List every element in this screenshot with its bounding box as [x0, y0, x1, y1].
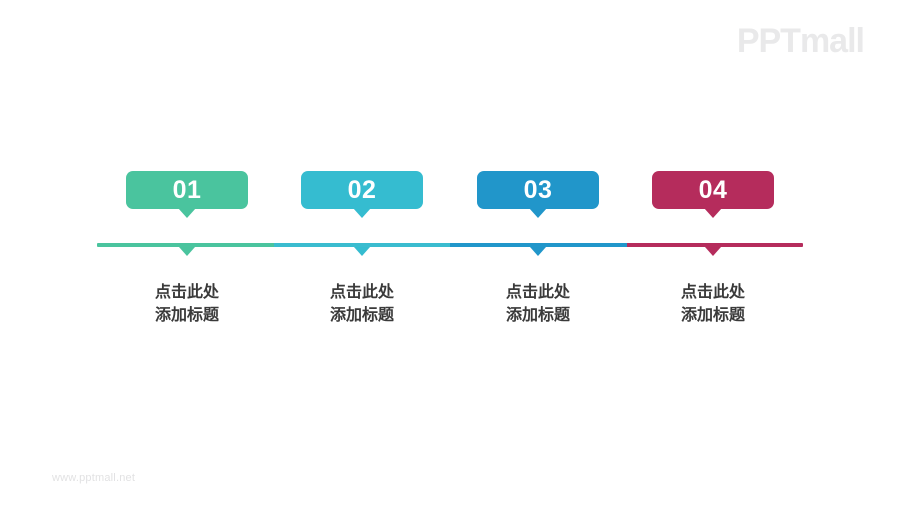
timeline-marker-icon-01 [179, 247, 195, 256]
timeline-step-03[interactable]: 03 点击此处添加标题 [438, 0, 638, 506]
badge-pointer-icon-02 [353, 208, 371, 218]
step-caption-line2-04: 添加标题 [680, 307, 745, 325]
step-caption-line1-03: 点击此处 [505, 284, 570, 301]
timeline-step-01[interactable]: 01 点击此处添加标题 [87, 0, 287, 506]
step-number-badge-01[interactable]: 01 [126, 171, 248, 209]
step-caption-line1-04: 点击此处 [680, 284, 745, 301]
step-number-badge-02[interactable]: 02 [301, 171, 423, 209]
step-caption-line2-01: 添加标题 [154, 307, 219, 325]
timeline-segment-04 [626, 243, 803, 247]
timeline-marker-icon-02 [354, 247, 370, 256]
step-number-badge-04[interactable]: 04 [652, 171, 774, 209]
step-caption-line1-01: 点击此处 [154, 284, 219, 301]
pptmall-logo: PPTmall [736, 22, 865, 60]
timeline-segment-02 [273, 243, 450, 247]
badge-pointer-icon-03 [529, 208, 547, 218]
badge-pointer-icon-01 [178, 208, 196, 218]
footer-watermark-url: www.pptmall.net [52, 472, 136, 484]
step-number-badge-03[interactable]: 03 [477, 171, 599, 209]
badge-pointer-icon-04 [704, 208, 722, 218]
step-caption-04[interactable]: 点击此处添加标题 [613, 281, 813, 327]
step-caption-02[interactable]: 点击此处添加标题 [262, 281, 462, 327]
timeline-segment-01 [97, 243, 274, 247]
step-caption-line2-02: 添加标题 [329, 307, 394, 325]
step-caption-line1-02: 点击此处 [329, 284, 394, 301]
timeline-bar [97, 243, 803, 247]
timeline-segment-03 [450, 243, 627, 247]
timeline-step-02[interactable]: 02 点击此处添加标题 [262, 0, 462, 506]
step-caption-03[interactable]: 点击此处添加标题 [438, 281, 638, 327]
timeline-step-04[interactable]: 04 点击此处添加标题 [613, 0, 813, 506]
step-caption-01[interactable]: 点击此处添加标题 [87, 281, 287, 327]
timeline-marker-icon-04 [705, 247, 721, 256]
step-caption-line2-03: 添加标题 [505, 307, 570, 325]
timeline-marker-icon-03 [530, 247, 546, 256]
